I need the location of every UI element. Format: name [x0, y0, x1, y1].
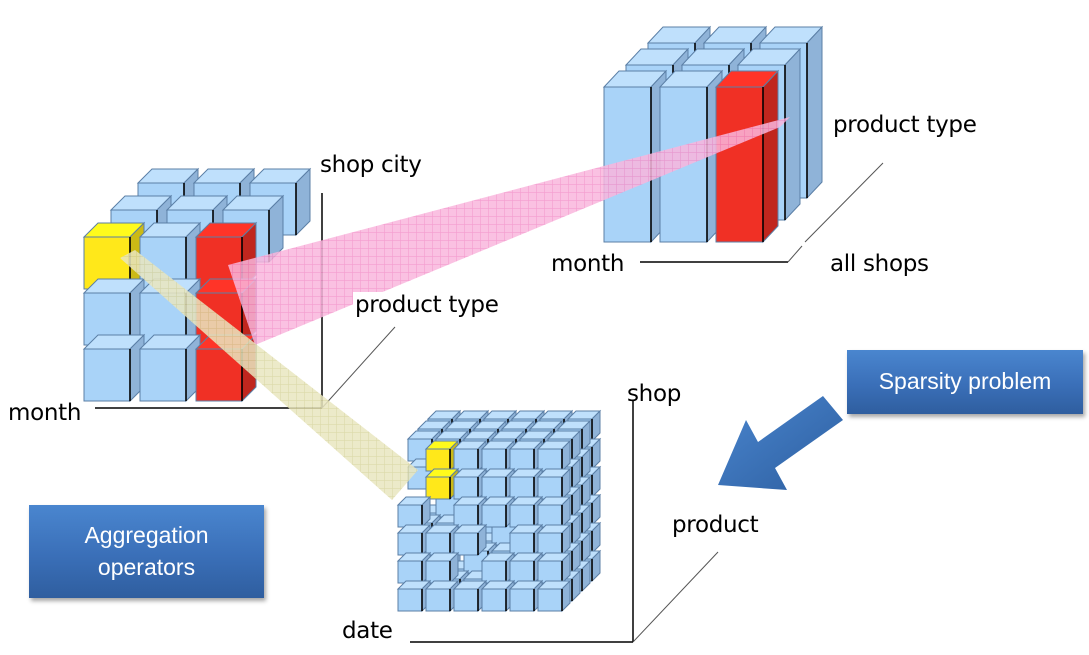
cell-cube [82, 333, 146, 403]
sparse-cube [480, 551, 516, 585]
cube-front-face [453, 588, 479, 612]
sparse-cube [396, 579, 432, 613]
cube-side-face [806, 25, 823, 200]
sparse-cube [508, 439, 544, 473]
top-right-cube-axes [640, 162, 884, 263]
sparse-cube [452, 579, 488, 613]
khaki-aggregation-beam [120, 250, 418, 500]
top-right-cube [602, 25, 824, 244]
cube-front-face [453, 448, 479, 472]
cell-cube [82, 277, 146, 347]
cube-front-face [425, 448, 451, 472]
aggregation-operators-callout: Aggregation operators [29, 505, 264, 598]
axis-depth [321, 326, 396, 409]
bottom-axis-label-product: product [672, 512, 759, 538]
sparse-cube [480, 439, 516, 473]
cube-front-face [715, 86, 764, 243]
cube-front-face [397, 588, 423, 612]
sparse-cube [508, 551, 544, 585]
aggregation-callout-line2: operators [97, 553, 196, 580]
sparse-cube [536, 439, 572, 473]
sparsity-arrow [718, 396, 843, 490]
left-axis-label-month: month [8, 400, 82, 426]
right-axis-label-product-type: product type [833, 112, 977, 138]
sparse-cube [452, 523, 488, 557]
bottom-cube [396, 409, 602, 613]
bottom-axis-label-date: date [342, 618, 393, 644]
cell-cube [138, 333, 202, 403]
sparse-cube [424, 551, 460, 585]
sparse-cube [424, 523, 460, 557]
left-axis-label-product-type: product type [353, 292, 501, 318]
aggregation-callout-line1: Aggregation [84, 522, 209, 549]
sparsity-callout-label: Sparsity problem [878, 368, 1052, 395]
sparse-cube [508, 495, 544, 529]
left-axis-label-shop-city: shop city [320, 152, 422, 178]
right-axis-label-month: month [551, 251, 625, 277]
sparse-cube [480, 467, 516, 501]
sparse-cube [536, 579, 572, 613]
bottom-axis-label-shop: shop [627, 381, 682, 407]
axis-depth [632, 551, 719, 643]
bottom-cube-axes [410, 400, 719, 643]
sparse-cube [424, 467, 460, 501]
sparse-cube [424, 439, 460, 473]
cube-front-face [509, 504, 535, 528]
cube-front-face [397, 504, 423, 528]
sparse-cube [536, 467, 572, 501]
sparse-cube [424, 579, 460, 613]
cube-front-face [509, 588, 535, 612]
cube-front-face [425, 532, 451, 556]
sparse-cube [508, 467, 544, 501]
sparse-cube [480, 579, 516, 613]
cube-side-face [784, 47, 801, 222]
sparse-cube [452, 495, 488, 529]
cube-front-face [537, 448, 563, 472]
sparse-cube [536, 551, 572, 585]
cube-side-face [762, 69, 779, 244]
cube-front-face [481, 476, 507, 500]
cube-front-face [509, 476, 535, 500]
cube-front-face [425, 476, 451, 500]
cube-front-face [481, 560, 507, 584]
cube-front-face [453, 504, 479, 528]
cube-front-face [509, 448, 535, 472]
cube-front-face [453, 476, 479, 500]
cube-front-face [425, 560, 451, 584]
cube-front-face [481, 448, 507, 472]
cube-front-face [139, 348, 187, 402]
sparse-cube [396, 523, 432, 557]
column-cube [714, 69, 780, 244]
cube-front-face [537, 476, 563, 500]
cube-front-face [397, 532, 423, 556]
sparse-cube [396, 551, 432, 585]
cube-front-face [509, 532, 535, 556]
cube-front-face [509, 560, 535, 584]
cube-front-face [537, 560, 563, 584]
axis-depth-lower [787, 245, 803, 263]
sparse-cube [452, 439, 488, 473]
sparse-cube [508, 523, 544, 557]
cube-front-face [481, 504, 507, 528]
sparse-cube [536, 523, 572, 557]
right-axis-label-all-shops: all shops [830, 251, 929, 277]
axis-depth-upper [804, 162, 884, 243]
sparse-cube [396, 495, 432, 529]
cube-front-face [481, 588, 507, 612]
cube-front-face [425, 588, 451, 612]
cube-front-face [537, 532, 563, 556]
sparse-cube [452, 467, 488, 501]
sparse-cube [536, 495, 572, 529]
cube-front-face [537, 588, 563, 612]
cube-front-face [537, 504, 563, 528]
sparsity-problem-callout: Sparsity problem [847, 350, 1083, 414]
sparse-cube [480, 495, 516, 529]
cube-front-face [397, 560, 423, 584]
sparse-cube [508, 579, 544, 613]
pink-aggregation-beam [228, 117, 790, 345]
cube-front-face [453, 532, 479, 556]
cube-front-face [83, 348, 131, 402]
